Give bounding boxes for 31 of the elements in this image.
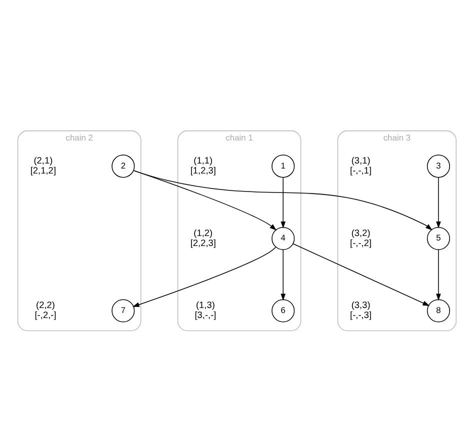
node-label: [1,2,3] xyxy=(190,165,216,176)
node-label: [2,2,3] xyxy=(190,237,216,248)
node-circle: 6 xyxy=(272,298,295,322)
node-label: (3,1) xyxy=(351,155,370,166)
node-label: [-,-,2] xyxy=(350,237,372,248)
arrow xyxy=(292,242,430,306)
node-label: [-,2,-] xyxy=(34,310,56,320)
node-label: [-,-,1] xyxy=(350,165,372,176)
arrow xyxy=(132,246,276,306)
node-circle: 1 xyxy=(272,154,295,178)
arrow xyxy=(133,170,432,230)
node-circle: 3 xyxy=(426,154,450,178)
node-label: [-,-,3] xyxy=(350,310,372,320)
node-label: (1,2) xyxy=(194,227,213,238)
arrow xyxy=(436,176,441,228)
arrow xyxy=(436,248,441,300)
node-label: (1,3) xyxy=(196,300,215,310)
node-circle: 4 xyxy=(272,226,295,250)
node-label: (3,2) xyxy=(351,227,370,238)
node-circle: 8 xyxy=(426,298,450,322)
node-circle: 2 xyxy=(112,154,135,178)
arrow xyxy=(280,248,286,300)
node-label: (2,2) xyxy=(36,300,55,310)
node-label: (1,1) xyxy=(194,155,213,166)
node-label: [2,1,2] xyxy=(30,165,56,176)
node-label: [3,-,-] xyxy=(194,310,216,320)
node-label: (3,3) xyxy=(351,300,370,310)
node-circle: 7 xyxy=(112,298,135,322)
arrow xyxy=(280,176,286,228)
node-label: (2,1) xyxy=(34,155,53,166)
node-circle: 5 xyxy=(426,226,450,250)
